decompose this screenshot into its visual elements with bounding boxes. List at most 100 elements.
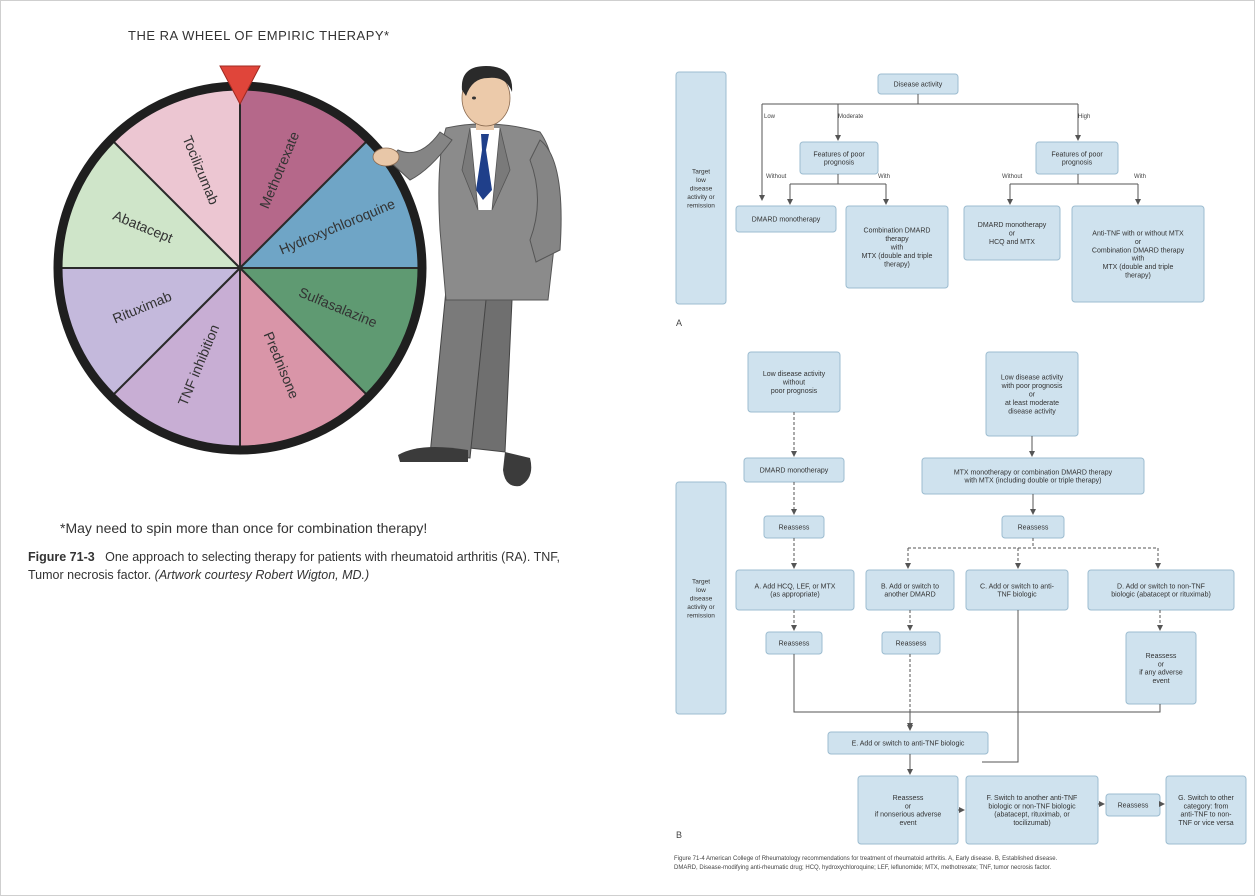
combination-dmard-box-text: with [890,245,904,252]
option-e-box-text: E. Add or switch to anti-TNF biologic [852,741,965,748]
anti-tnf-box-text: therapy) [1125,273,1151,280]
reassess-right: Reassess [1001,515,1065,539]
caption-figure-number: Figure 71-3 [28,550,95,564]
target-box-a-text: remission [687,202,715,209]
target-box-b-text: Target [692,579,710,586]
edge-with-left: With [878,174,890,180]
low-with-poor-prognosis-text: at least moderate [1005,400,1059,407]
flowchart-caption-line: Figure 71-4 American College of Rheumato… [674,856,1058,862]
option-f-box-text: biologic or non-TNF biologic [988,803,1076,810]
wheel-illustration: MethotrexateHydroxychloroquineSulfasalaz… [53,65,562,487]
reassess-adverse-box-text: event [1152,678,1169,685]
poor-prognosis-right-text: Features of poor [1051,151,1103,158]
low-with-poor-prognosis-text: disease activity [1008,408,1056,415]
target-box-a-text: disease [690,186,713,193]
option-g-box-text: category: from [1184,803,1229,810]
target-box-a-text: activity or [687,194,715,201]
anti-tnf-box-text: Anti-TNF with or without MTX [1092,231,1184,238]
reassess-f-text: Reassess [1118,803,1149,810]
reassess-right-text: Reassess [1018,525,1049,532]
option-g-box-text: anti-TNF to non- [1181,812,1233,819]
combination-dmard-box-text: therapy) [884,261,910,268]
poor-prognosis-right-text: prognosis [1062,160,1093,167]
disease-activity-box-text: Disease activity [894,82,943,89]
connector [982,610,1019,763]
reassess-b-text: Reassess [896,641,927,648]
option-g-box-text: G. Switch to other [1178,795,1234,802]
mtx-monotherapy-box-text: with MTX (including double or triple the… [964,478,1102,485]
option-b-box-text: B. Add or switch to [881,583,939,590]
anti-tnf-box-text: MTX (double and triple [1103,264,1174,271]
option-g-box-text: TNF or vice versa [1178,820,1233,827]
connector [793,654,1161,713]
caption-credit: (Artwork courtesy Robert Wigton, MD.) [154,568,370,582]
combination-dmard-box-text: MTX (double and triple [862,253,933,260]
low-no-poor-prognosis-text: Low disease activity [763,371,826,378]
reassess-left: Reassess [763,515,825,539]
edge-without-left: Without [766,174,787,180]
option-e-box: E. Add or switch to anti-TNF biologic [827,731,989,755]
poor-prognosis-right: Features of poor prognosis [1035,141,1119,175]
target-box-b-text: low [696,587,706,594]
poor-prognosis-left-text: Features of poor [813,151,865,158]
option-b-box: B. Add or switch to another DMARD [865,569,955,611]
reassess-nonserious-box-text: or [905,803,912,810]
figure-caption: Figure 71-3 One approach to selecting th… [28,548,588,584]
man-illustration [372,66,562,487]
target-box-a-text: Target [692,169,710,176]
panel-label-a: A [676,318,682,328]
option-a-box-text: (as appropriate) [770,592,819,599]
wheel-pointer [219,65,261,106]
dmard-monotherapy-b-text: DMARD monotherapy [760,468,829,475]
wheel-title: THE RA WHEEL OF EMPIRIC THERAPY* [128,28,390,43]
low-with-poor-prognosis-text: Low disease activity [1001,375,1064,382]
option-f-box-text: (abatacept, rituximab, or [994,812,1070,819]
option-d-box-text: biologic (abatacept or rituximab) [1111,592,1211,599]
edge-low: Low [764,114,776,120]
edge-moderate: Moderate [838,114,864,120]
low-with-poor-prognosis-text: or [1029,392,1036,399]
anti-tnf-box-text: with [1131,256,1145,263]
anti-tnf-box: Anti-TNF with or without MTXorCombinatio… [1071,205,1205,303]
reassess-a-text: Reassess [779,641,810,648]
dmard-monotherapy-a-text: DMARD monotherapy [752,217,821,224]
reassess-adverse-box-text: or [1158,661,1165,668]
disease-activity-box: Disease activity [877,73,959,95]
target-box-b-text: activity or [687,604,715,611]
flowchart-caption-line: DMARD, Disease-modifying anti-rheumatic … [674,865,1051,871]
dmard-or-hcq-box-text: HCQ and MTX [989,239,1035,246]
combination-dmard-box-text: Combination DMARD [864,228,931,235]
option-c-box: C. Add or switch to anti-TNF biologic [965,569,1069,611]
option-a-box-text: A. Add HCQ, LEF, or MTX [755,583,836,590]
target-box-b-text: remission [687,612,715,619]
reassess-nonserious-box-text: if nonserious adverse [875,812,942,819]
low-with-poor-prognosis-text: with poor prognosis [1001,383,1063,390]
option-f-box-text: tocilizumab) [1013,820,1050,827]
dmard-monotherapy-a: DMARD monotherapy [735,205,837,233]
reassess-nonserious-box-text: event [899,820,916,827]
combination-dmard-box-text: therapy [885,236,909,243]
option-b-box-text: another DMARD [884,592,935,599]
mtx-monotherapy-box-text: MTX monotherapy or combination DMARD the… [954,469,1113,476]
dmard-monotherapy-b: DMARD monotherapy [743,457,845,483]
panel-label-b: B [676,830,682,840]
wheel-panel: THE RA WHEEL OF EMPIRIC THERAPY* Methotr… [28,28,588,584]
caption-text: One approach to selecting therapy for pa… [28,550,560,582]
target-box-b-text: disease [690,596,713,603]
dmard-or-hcq-box-text: or [1009,231,1016,238]
anti-tnf-box-text: Combination DMARD therapy [1092,247,1185,254]
dmard-or-hcq-box-text: DMARD monotherapy [978,222,1047,229]
low-no-poor-prognosis-text: poor prognosis [771,388,818,395]
target-box-a-text: low [696,177,706,184]
option-a-box: A. Add HCQ, LEF, or MTX (as appropriate) [735,569,855,611]
